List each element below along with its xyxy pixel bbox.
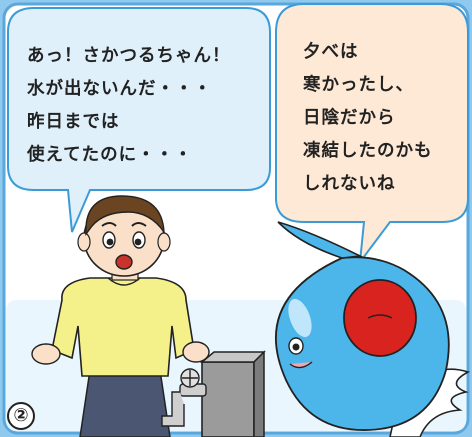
bubble-right-line-1: 夕べは — [303, 42, 359, 62]
bubble-left-line-2: 水が出ないんだ・・・ — [27, 79, 212, 99]
bubble-right-line-5: しれないね — [303, 174, 396, 194]
speech-bubble-left-text: あっ！さかつるちゃん！ 水が出ないんだ・・・ 昨日までは 使えてたのに・・・ — [27, 40, 231, 172]
faucet-post — [199, 350, 266, 437]
bubble-right-line-3: 日陰だから — [303, 108, 396, 128]
bubble-right-line-4: 凍結したのかも — [303, 141, 433, 161]
bubble-left-line-1: あっ！さかつるちゃん！ — [27, 46, 231, 66]
bubble-left-line-4: 使えてたのに・・・ — [27, 145, 193, 165]
man-character — [31, 195, 210, 437]
mascot-character — [274, 221, 471, 437]
bubble-left-line-3: 昨日までは — [27, 112, 120, 132]
faucet-icon — [161, 368, 207, 427]
bubble-right-line-2: 寒かったし、 — [303, 75, 414, 95]
speech-bubble-right — [275, 3, 469, 266]
panel-number: ② — [7, 402, 35, 430]
speech-bubble-right-text: 夕べは 寒かったし、 日陰だから 凍結したのかも しれないね — [303, 36, 433, 201]
speech-bubble-left — [7, 7, 271, 233]
